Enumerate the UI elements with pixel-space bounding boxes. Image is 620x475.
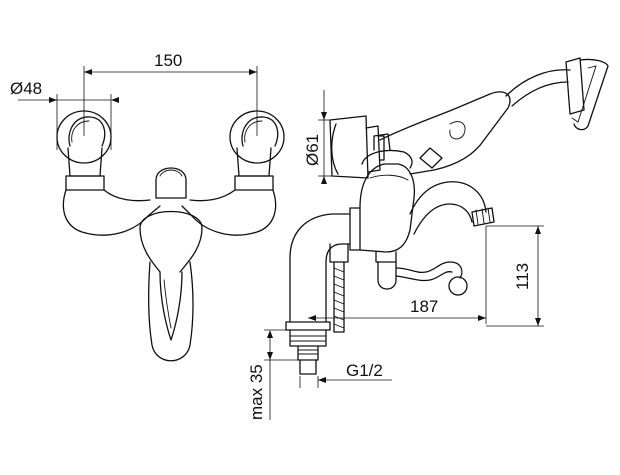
diverter-body bbox=[359, 133, 416, 253]
dimension-labels: 150 Ø48 Ø61 113 187 max 35 G1/2 bbox=[10, 51, 532, 420]
bottom-lever bbox=[375, 251, 468, 296]
handshower-holder bbox=[329, 115, 385, 179]
mixer-body bbox=[62, 189, 277, 236]
inlet-diameter-label: Ø48 bbox=[10, 79, 42, 98]
width-label: 150 bbox=[154, 51, 182, 70]
top-cartridge-knob bbox=[155, 167, 187, 199]
side-view bbox=[285, 57, 609, 375]
spout-height-label: 113 bbox=[513, 263, 532, 290]
lever-handle bbox=[139, 210, 203, 362]
spout-reach-label: 187 bbox=[410, 297, 438, 316]
dimension-lines bbox=[18, 66, 544, 420]
thread-label: G1/2 bbox=[346, 361, 383, 380]
shower-hose bbox=[329, 243, 349, 333]
holder-diameter-label: Ø61 bbox=[303, 134, 322, 166]
inlet-couplings bbox=[65, 147, 274, 191]
hand-shower bbox=[379, 57, 609, 175]
spout bbox=[409, 181, 495, 235]
front-view bbox=[56, 110, 285, 362]
max-deck-thickness-label: max 35 bbox=[247, 364, 266, 420]
deck-column bbox=[285, 207, 361, 375]
